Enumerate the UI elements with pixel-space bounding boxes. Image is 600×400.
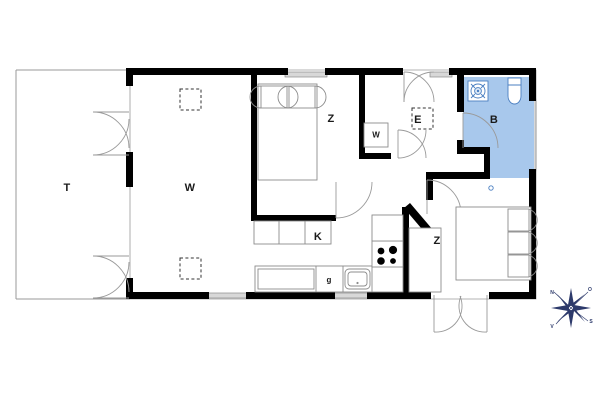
door-swings bbox=[92, 71, 499, 333]
sofa-unit bbox=[253, 220, 332, 245]
fixture-label-dishwasher: g bbox=[326, 275, 332, 285]
shower-drain bbox=[467, 80, 489, 102]
compass-label-south: S bbox=[589, 319, 593, 325]
room-label-bedroom-south: Z bbox=[433, 235, 441, 247]
compass-label-north: N bbox=[550, 290, 554, 296]
interior-walls bbox=[251, 68, 490, 293]
terrace-outline bbox=[15, 69, 130, 300]
room-label-kitchen: K bbox=[313, 231, 323, 243]
compass-label-east: O bbox=[588, 287, 592, 293]
compass-rose bbox=[551, 288, 591, 328]
toilet bbox=[507, 77, 522, 105]
cooktop bbox=[371, 214, 404, 268]
kitchen-sink bbox=[344, 268, 371, 290]
room-label-bathroom: B bbox=[489, 114, 499, 126]
room-label-bedroom-north: Z bbox=[327, 113, 335, 125]
floor-drain bbox=[488, 185, 494, 191]
kitchen-counter bbox=[254, 265, 404, 293]
compass-label-west: V bbox=[550, 324, 554, 330]
utility-wc-box bbox=[363, 122, 389, 148]
room-label-living-room: W bbox=[184, 182, 196, 194]
double-bed-south bbox=[455, 206, 538, 281]
room-label-entrance-hall: E bbox=[414, 114, 422, 126]
kitchen-island bbox=[408, 227, 442, 293]
double-bed-north bbox=[249, 83, 327, 181]
fixture-label-utility-wc: W bbox=[372, 130, 380, 140]
room-label-terrace: T bbox=[63, 182, 71, 194]
